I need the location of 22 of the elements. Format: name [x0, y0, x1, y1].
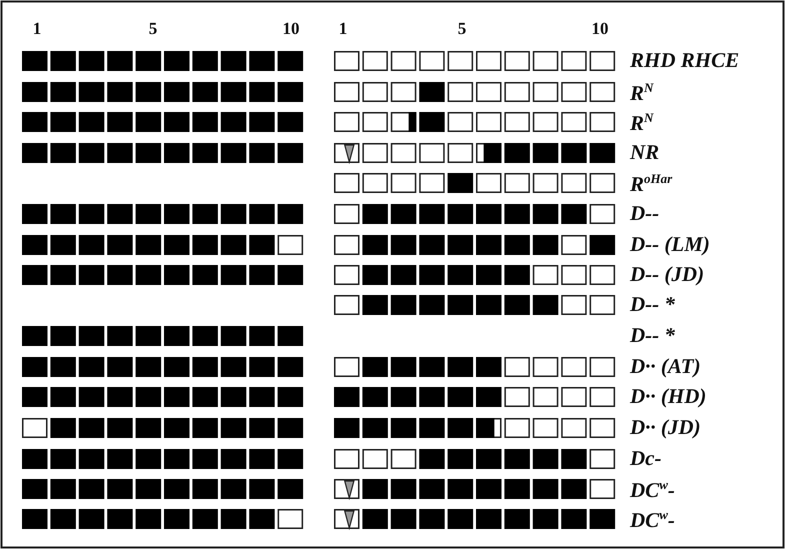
allele-name: D--: [630, 203, 660, 224]
exon-number: 5: [148, 20, 158, 37]
allele-name: D--*: [630, 294, 675, 315]
allele-name: DC$^{w}$-: [630, 478, 675, 501]
exon-number: 1: [338, 20, 348, 37]
allele-name: D--*: [630, 325, 675, 346]
allele-name: D·· (AT): [630, 356, 701, 377]
allele-name: D·· (HD): [630, 386, 706, 407]
allele-name: D-- (JD): [630, 264, 704, 285]
allele-name: R$^{oHar}$: [630, 172, 672, 195]
allele-name: D-- (LM): [630, 234, 710, 255]
exon-number: 10: [282, 20, 300, 37]
exon-number: 10: [592, 20, 608, 37]
exon-number: 5: [458, 20, 466, 37]
allele-name: D·· (JD): [630, 417, 701, 438]
allele-name: R$^{N}$: [630, 111, 654, 134]
allele-name: R$^{N}$: [630, 81, 654, 104]
allele-name: NR: [630, 142, 660, 163]
allele-name: RHD RHCE: [630, 50, 740, 71]
exon-number: 1: [32, 20, 42, 37]
allele-name: DC$^{w}$-: [630, 508, 675, 531]
allele-name: Dc-: [630, 448, 662, 469]
